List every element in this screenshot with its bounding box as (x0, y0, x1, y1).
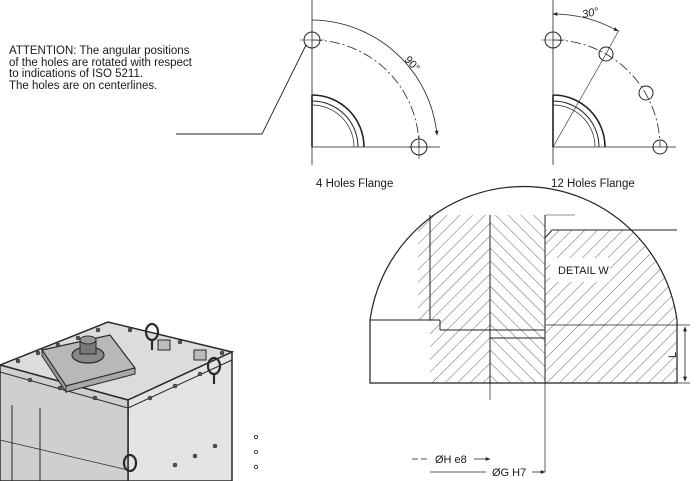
attention-line-2: of the holes are rotated with respect (9, 56, 192, 69)
dim-g-label: ØG H7 (492, 467, 526, 479)
flange-4-view (300, 0, 440, 165)
detail-w-view (418, 215, 677, 383)
attention-line-3: to indications of ISO 5211. (9, 68, 144, 80)
actuator-housing (0, 321, 258, 481)
flange-12-angle-label: 30° (581, 6, 600, 21)
attention-line-1: ATTENTION: The angular positions (9, 45, 190, 57)
attention-line-4: The holes are on centerlines. (9, 79, 158, 92)
flange-12-caption: 12 Holes Flange (551, 178, 635, 190)
flange-4-caption: 4 Holes Flange (316, 178, 394, 190)
dim-l-label: L (667, 352, 679, 358)
detail-w-outline (369, 185, 690, 472)
detail-w-title: DETAIL W (558, 265, 609, 277)
flange-4-angle-label: 90° (402, 54, 422, 74)
flange-12-view (541, 0, 676, 165)
dim-h-label: ØH e8 (435, 454, 467, 466)
attention-leader (176, 44, 307, 135)
attention-note: ATTENTION: The angular positions of the … (9, 45, 192, 92)
